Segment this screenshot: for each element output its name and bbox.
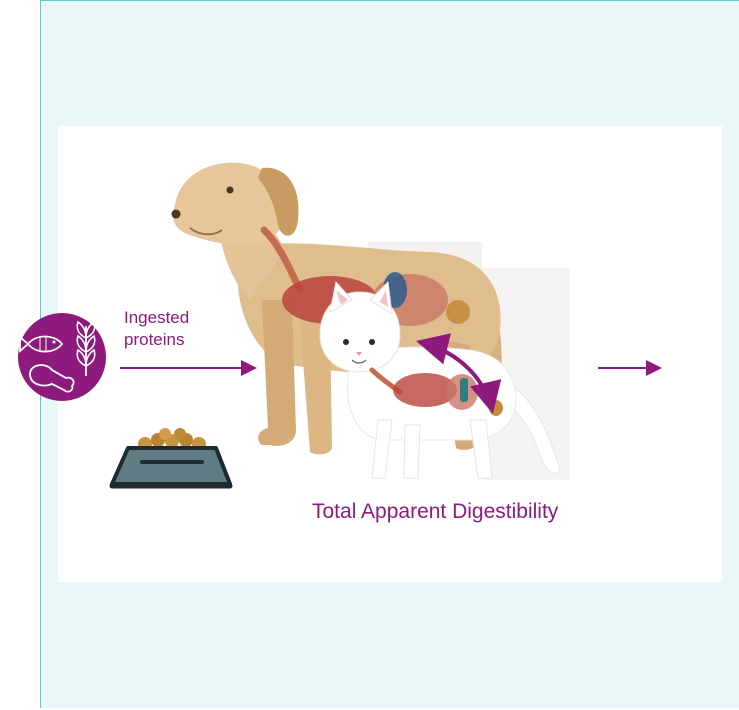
food-bowl-icon: [112, 428, 230, 486]
total-apparent-digestibility-label: Total Apparent Digestibility: [312, 500, 558, 524]
ingested-proteins-label: Ingested proteins: [124, 307, 244, 351]
fish-drumstick-wheat-icon: [18, 313, 106, 401]
